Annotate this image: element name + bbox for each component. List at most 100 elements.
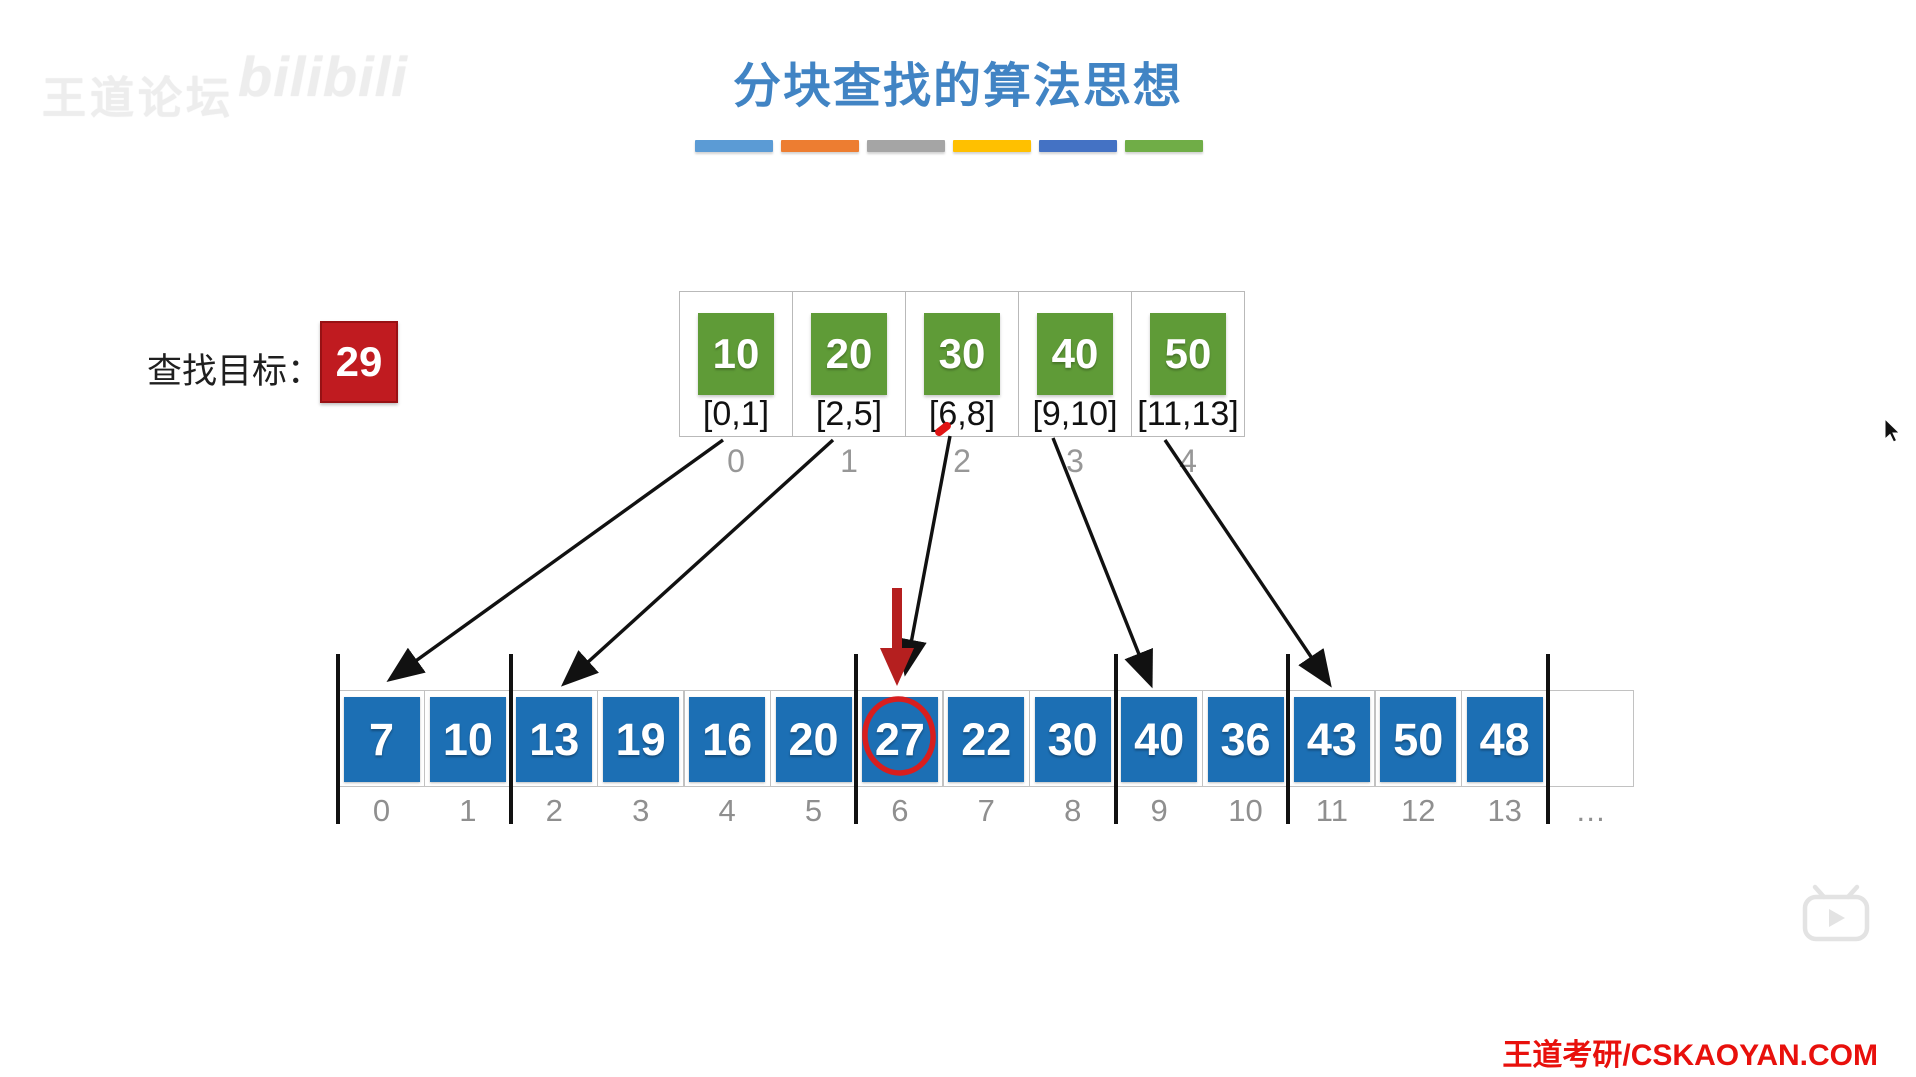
array-index-label: 2: [545, 793, 563, 828]
array-index-label: 7: [977, 793, 995, 828]
index-block-cell: 10 [0,1]: [679, 291, 793, 437]
array-value: 40: [1134, 713, 1185, 765]
array-value: 48: [1479, 713, 1530, 765]
array-value: 30: [1047, 713, 1098, 765]
array-cell: 10: [424, 690, 512, 787]
array-value: 50: [1393, 713, 1444, 765]
array-value-box: 43: [1293, 697, 1370, 782]
index-block-range: [0,1]: [702, 395, 770, 433]
mouse-cursor: [1884, 419, 1901, 443]
index-block-position-label: 0: [727, 443, 745, 479]
title-underline-bar: [1039, 140, 1117, 152]
array-cell: 16: [683, 690, 771, 787]
bilibili-play-icon[interactable]: [1800, 884, 1872, 944]
array-cell: 36: [1202, 690, 1289, 787]
watermark-site-name: 王道论坛: [42, 74, 234, 123]
array-value: 36: [1220, 713, 1271, 765]
index-block-max-value: 10: [712, 330, 760, 377]
array-index-label: 1: [459, 793, 477, 828]
array-value: 27: [874, 713, 925, 765]
array-cell: 7: [338, 690, 425, 787]
index-block-cell: 20 [2,5]: [792, 291, 906, 437]
array-value-box: 7: [343, 697, 420, 782]
array-index-label: 11: [1315, 793, 1348, 828]
array-cell: 50: [1374, 690, 1462, 787]
array-value: 20: [788, 713, 839, 765]
array-cell: 43: [1288, 690, 1376, 787]
array-cell-highlighted: 27: [856, 690, 944, 787]
index-block-cell: 50 [11,13]: [1131, 291, 1245, 437]
array-value-box: 27: [861, 697, 938, 782]
array-index-label: 10: [1228, 793, 1263, 828]
array-cell-empty: [1547, 690, 1634, 787]
array-index-label: 3: [632, 793, 650, 828]
index-block-range: [2,5]: [815, 395, 883, 433]
search-target-label: 查找目标：: [147, 352, 323, 391]
search-target-value-box: 29: [320, 321, 398, 403]
array-value-box: 20: [775, 697, 852, 782]
array-value: 43: [1306, 713, 1357, 765]
array-value-box: 36: [1207, 697, 1284, 782]
array-index-label: 13: [1487, 793, 1522, 828]
title-underline-bar: [695, 140, 773, 152]
array-cell: 13: [510, 690, 598, 787]
array-index-label: 12: [1401, 793, 1436, 828]
index-block-cell: 40 [9,10]: [1018, 291, 1132, 437]
title-underline-bar: [781, 140, 859, 152]
array-value-box: 19: [602, 697, 679, 782]
index-block-max-box: 40: [1037, 313, 1113, 395]
title-underline-bar: [1125, 140, 1203, 152]
index-block-range: [11,13]: [1137, 395, 1239, 433]
array-cell: 20: [770, 690, 857, 787]
array-value: 10: [442, 713, 493, 765]
array-index-label: 8: [1064, 793, 1082, 828]
page-title: 分块查找的算法思想: [732, 60, 1183, 113]
array-cell: 30: [1029, 690, 1117, 787]
index-block-range: [6,8]: [928, 395, 996, 433]
array-value-box: 22: [948, 697, 1025, 782]
index-block-position-label: 4: [1179, 443, 1197, 479]
array-cell: 22: [942, 690, 1030, 787]
index-block-position-label: 2: [953, 443, 971, 479]
array-value: 19: [615, 713, 666, 765]
array-index-label: 6: [891, 793, 909, 828]
index-block-cell: 30 [6,8]: [905, 291, 1019, 437]
index-block-range: [9,10]: [1032, 395, 1118, 433]
array-cell: 48: [1461, 690, 1549, 787]
array-value-box: 13: [516, 697, 593, 782]
title-underline-bar: [953, 140, 1031, 152]
array-cell: 40: [1115, 690, 1203, 787]
search-target-value: 29: [335, 338, 383, 385]
index-block-max-value: 30: [938, 330, 986, 377]
array-value: 7: [368, 713, 395, 765]
array-cell: 19: [597, 690, 685, 787]
index-block-max-value: 50: [1164, 330, 1212, 377]
index-block-max-value: 40: [1051, 330, 1099, 377]
red-highlight-arrow: [880, 588, 914, 686]
array-value-box: 50: [1380, 697, 1457, 782]
array-value: 16: [702, 713, 753, 765]
index-block-max-box: 20: [811, 313, 887, 395]
index-block-max-box: 10: [698, 313, 774, 395]
array-ellipsis-label: …: [1575, 793, 1607, 828]
array-value-box: 30: [1034, 697, 1111, 782]
index-block-position-label: 1: [840, 443, 858, 479]
index-block-max-box: 30: [924, 313, 1000, 395]
array-value-box: 10: [429, 697, 506, 782]
array-index-label: 4: [718, 793, 736, 828]
index-block-position-label: 3: [1066, 443, 1084, 479]
array-index-label: 5: [804, 793, 823, 828]
index-block-max-box: 50: [1150, 313, 1226, 395]
array-value-box: 40: [1121, 697, 1198, 782]
array-value-box: 16: [689, 697, 766, 782]
array-index-label: 9: [1150, 793, 1168, 828]
array-value-box: 48: [1466, 697, 1543, 782]
array-value: 22: [961, 713, 1012, 765]
bilibili-logo-watermark: bilibili: [238, 45, 408, 108]
array-index-label: 0: [372, 793, 391, 828]
array-value: 13: [529, 713, 580, 765]
footer-brand-text: 王道考研/CSKAOYAN.COM: [1502, 1039, 1878, 1072]
title-underline-bar: [867, 140, 945, 152]
